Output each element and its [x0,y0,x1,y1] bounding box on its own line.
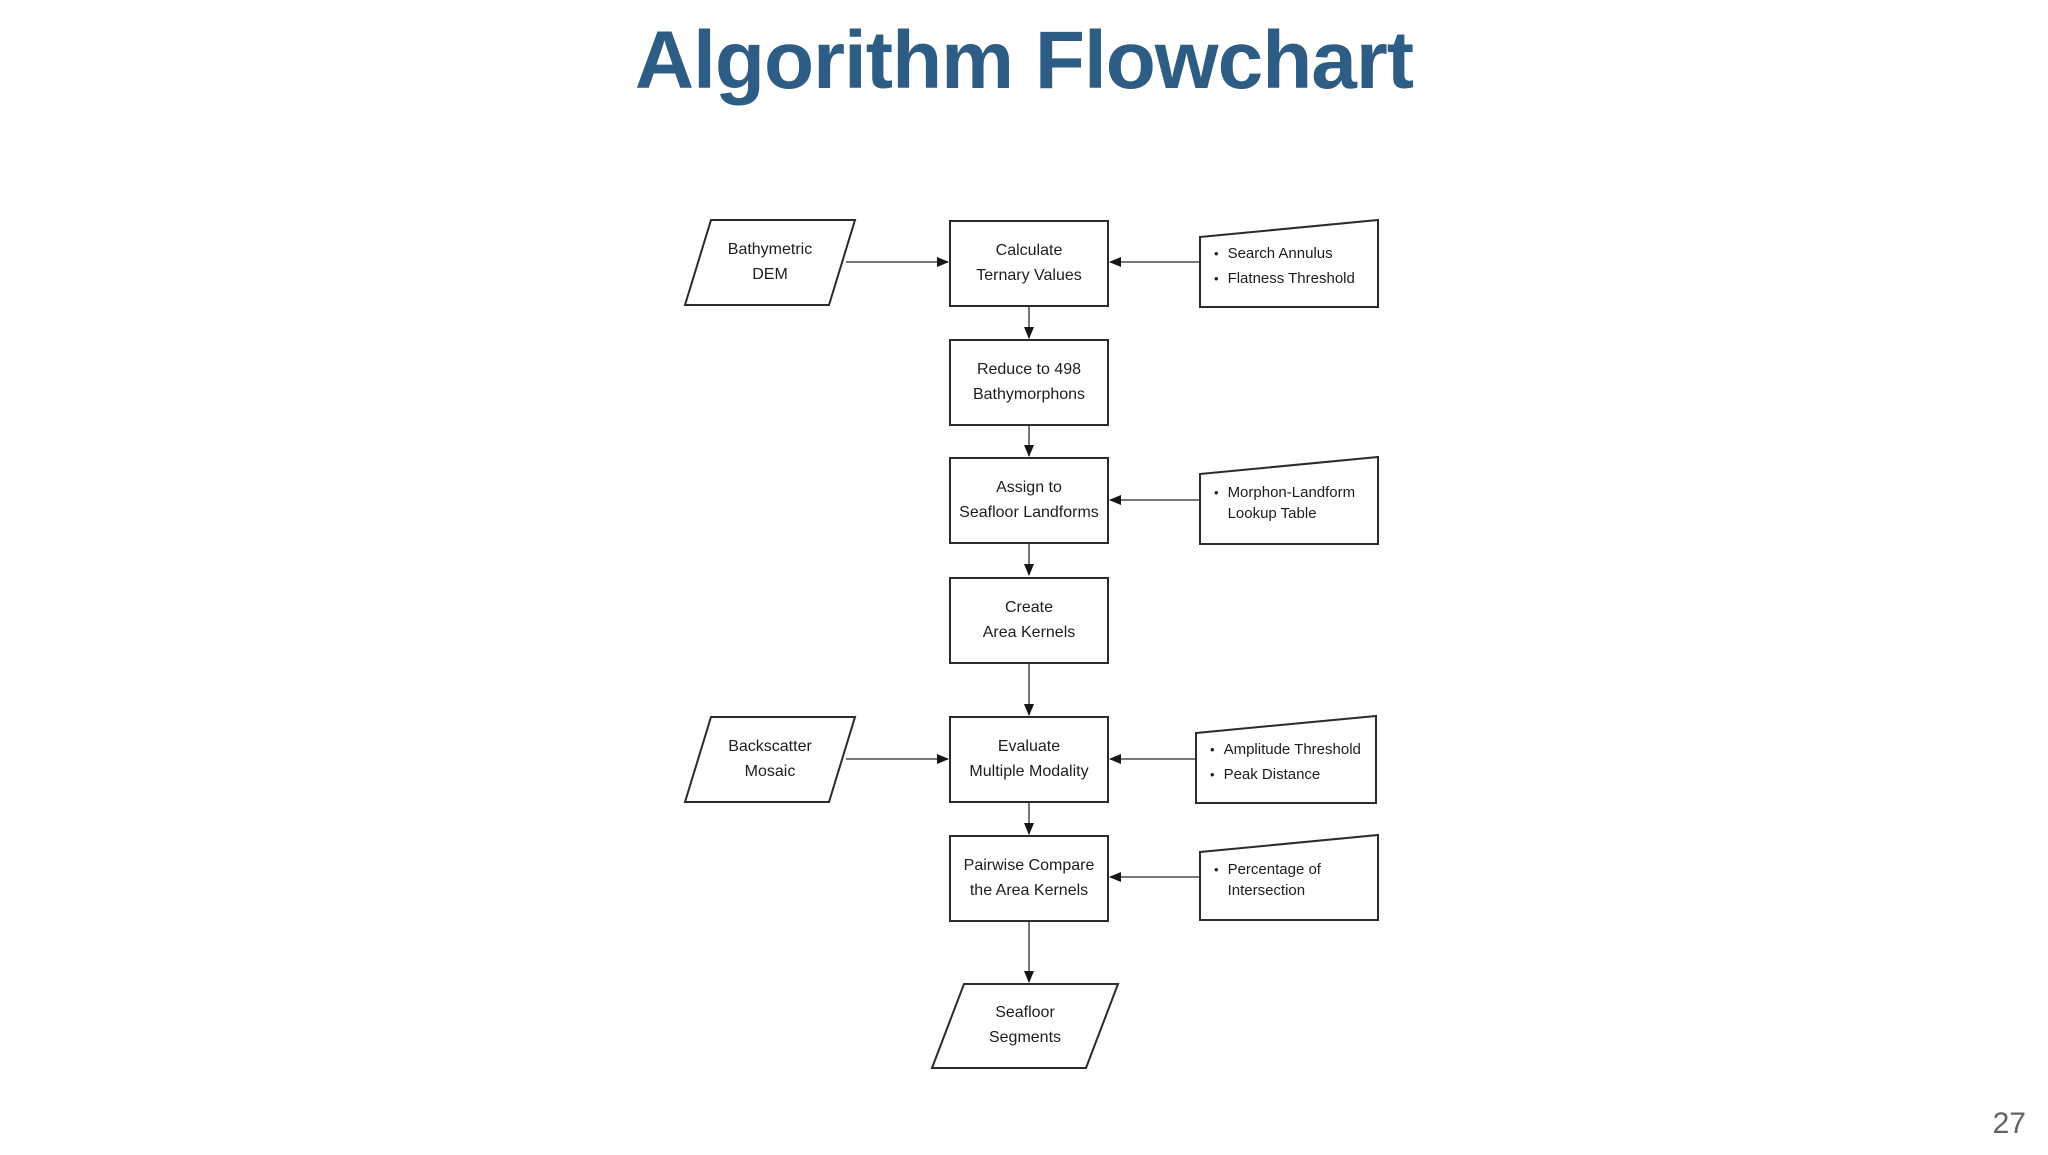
bullet-icon: • [1214,245,1219,261]
process-shape [949,577,1109,664]
bullet-item: • Search Annulus [1214,244,1372,264]
process-shape [949,457,1109,544]
node-reduce-bathymorphons: Reduce to 498 Bathymorphons [949,339,1109,426]
card-items: • Percentage of Intersection [1200,835,1378,920]
process-shape [949,716,1109,803]
bullet-text: Amplitude Threshold [1223,740,1361,758]
node-seafloor-segments: Seafloor Segments [930,983,1120,1069]
node-label: Pairwise Compare the Area Kernels [963,856,1095,899]
bullet-icon: • [1210,767,1215,782]
bullet-icon: • [1214,485,1219,501]
process-shape [949,339,1109,426]
card-items: • Morphon-Landform Lookup Table [1200,457,1378,544]
node-label: Reduce to 498 Bathymorphons [972,360,1086,403]
bullet-item: • Percentage of Intersection [1214,860,1372,901]
node-label: Create Area Kernels [982,598,1076,641]
node-label: Backscatter Mosaic [728,737,812,780]
bullet-icon: • [1214,862,1219,878]
card-shape [1199,833,1379,921]
card-shape [1199,455,1379,545]
bullet-item: • Morphon-Landform Lookup Table [1214,483,1372,524]
node-bathymetric-dem: Bathymetric DEM [683,219,857,306]
parallelogram-shape [683,716,857,803]
node-assign-landforms: Assign to Seafloor Landforms [949,457,1109,544]
node-pairwise-compare: Pairwise Compare the Area Kernels [949,835,1109,922]
bullet-text: Flatness Threshold [1227,270,1355,287]
node-backscatter-mosaic: Backscatter Mosaic [683,716,857,803]
node-create-kernels: Create Area Kernels [949,577,1109,664]
node-amplitude-card: • Amplitude Threshold • Peak Distance [1195,714,1377,804]
page-number: 27 [1992,1107,2026,1140]
node-search-annulus-card: • Search Annulus • Flatness Threshold [1199,218,1379,308]
node-lookup-card: • Morphon-Landform Lookup Table [1199,455,1379,545]
bullet-text: Peak Distance [1223,766,1321,783]
node-label: Calculate Ternary Values [976,241,1082,284]
node-label: Bathymetric DEM [727,240,813,283]
card-shape [1199,218,1379,308]
parallelogram-shape [683,219,857,306]
bullet-icon: • [1214,271,1219,286]
node-calculate-ternary: Calculate Ternary Values [949,220,1109,307]
process-shape [949,220,1109,307]
node-label: Assign to Seafloor Landforms [959,478,1099,521]
bullet-text: Morphon-Landform Lookup Table [1227,484,1356,522]
process-shape [949,835,1109,922]
slide-title: Algorithm Flowchart [634,15,1414,106]
bullet-item: • Flatness Threshold [1214,269,1372,289]
bullet-item: • Amplitude Threshold [1210,740,1370,760]
node-percentage-card: • Percentage of Intersection [1199,833,1379,921]
bullet-item: • Peak Distance [1210,765,1370,785]
card-items: • Amplitude Threshold • Peak Distance [1196,716,1376,803]
card-shape [1195,714,1377,804]
bullet-text: Percentage of Intersection [1227,861,1321,899]
parallelogram-shape [930,983,1120,1069]
card-items: • Search Annulus • Flatness Threshold [1200,220,1378,307]
node-label: Evaluate Multiple Modality [969,737,1089,780]
bullet-text: Search Annulus [1227,244,1333,262]
node-label: Seafloor Segments [988,1004,1062,1046]
node-evaluate-modality: Evaluate Multiple Modality [949,716,1109,803]
bullet-icon: • [1210,741,1215,757]
